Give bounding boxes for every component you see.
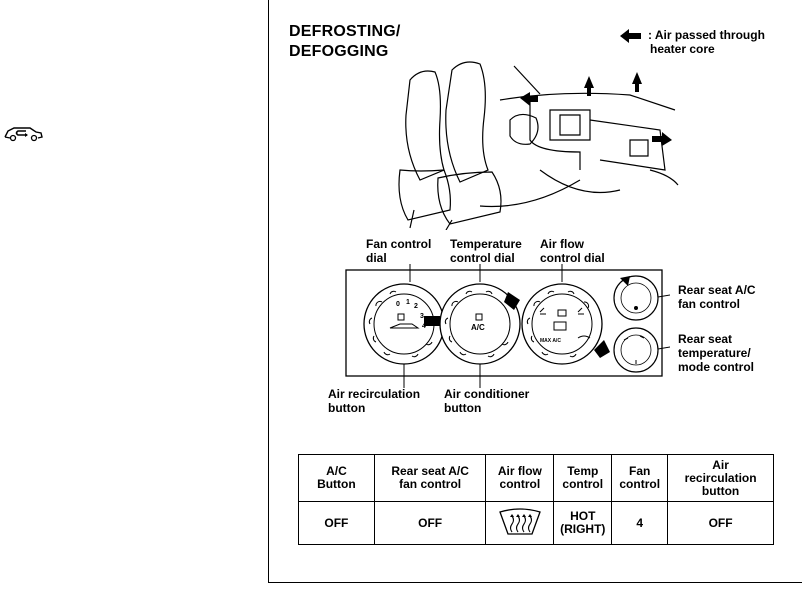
heading-line-1: DEFROSTING/: [289, 23, 401, 40]
callout-temp-dial-line-2: control dial: [450, 251, 515, 265]
callout-ac-line-2: button: [444, 401, 482, 415]
header-ac-button-line-1: A/C: [326, 464, 347, 478]
section-heading: DEFROSTING/ DEFOGGING: [289, 22, 401, 62]
cell-temp-line-2: (RIGHT): [560, 522, 606, 536]
header-rear-fan: Rear seat A/C fan control: [373, 454, 487, 502]
legend-text: : Air passed through heater core: [648, 28, 798, 56]
cell-rear-fan: OFF: [373, 501, 487, 545]
climate-control-panel: 0 1 2 3 4 A/C: [340, 262, 677, 397]
header-recirc-line-2: recirculation: [684, 470, 757, 485]
header-air-flow: Air flow control: [485, 454, 555, 502]
fan-mark-3: 3: [420, 313, 424, 320]
cell-fan: 4: [611, 501, 669, 545]
callout-recirc: Air recirculation button: [328, 387, 420, 415]
cell-air-flow: [485, 501, 555, 545]
header-recirc: Air recirculation button: [667, 454, 774, 502]
rear-temp-mode-dial[interactable]: [613, 327, 659, 373]
callout-flow-dial-line-1: Air flow: [540, 237, 584, 251]
cell-temp-line-1: HOT: [570, 509, 596, 523]
header-air-flow-line-2: control: [499, 477, 541, 491]
cell-recirc: OFF: [667, 501, 774, 545]
cell-ac-button: OFF: [298, 501, 375, 545]
header-rear-fan-line-1: Rear seat A/C: [391, 464, 469, 478]
fan-mark-0: 0: [396, 301, 400, 308]
header-fan-line-2: control: [619, 477, 661, 491]
callout-flow-dial-line-2: control dial: [540, 251, 605, 265]
header-air-flow-line-1: Air flow: [497, 464, 542, 478]
callout-flow-dial: Air flow control dial: [540, 237, 605, 265]
rear-fan-control-dial[interactable]: [613, 275, 659, 321]
callout-rear-fan: Rear seat A/C fan control: [678, 283, 756, 311]
ac-label: A/C: [471, 323, 485, 332]
windshield-defrost-icon: [498, 507, 542, 539]
header-temp-line-1: Temp: [567, 464, 599, 478]
callout-fan-dial: Fan control dial: [366, 237, 431, 265]
heater-air-arrow-icon: [620, 29, 642, 48]
callout-ac: Air conditioner button: [444, 387, 529, 415]
header-rear-fan-line-2: fan control: [399, 477, 462, 491]
header-ac-button: A/C Button: [298, 454, 375, 502]
settings-table: A/C Button Rear seat A/C fan control Air…: [298, 454, 774, 545]
header-fan: Fan control: [611, 454, 669, 502]
recirculation-car-icon: [2, 123, 44, 148]
legend-line-2: heater core: [650, 42, 715, 56]
table-row: OFF OFF HOT (RIGHT) 4 OFF: [298, 501, 774, 545]
fan-mark-2: 2: [414, 303, 418, 310]
content-frame: [268, 0, 802, 583]
header-recirc-line-1: Air: [712, 457, 729, 472]
fan-control-dial[interactable]: 0 1 2 3 4: [363, 283, 445, 365]
legend-line-1: : Air passed through: [648, 28, 765, 42]
callout-rear-fan-line-1: Rear seat A/C: [678, 283, 756, 297]
callout-fan-dial-line-1: Fan control: [366, 237, 432, 251]
callout-rear-fan-line-2: fan control: [678, 297, 740, 311]
cabin-illustration: [380, 60, 680, 235]
temperature-control-dial[interactable]: A/C: [439, 283, 521, 365]
heading-line-2: DEFOGGING: [289, 43, 389, 60]
callout-rear-temp: Rear seat temperature/ mode control: [678, 332, 754, 374]
air-flow-control-dial[interactable]: MAX A/C: [521, 283, 610, 365]
table-header-row: A/C Button Rear seat A/C fan control Air…: [298, 454, 774, 502]
header-temp: Temp control: [553, 454, 613, 502]
callout-temp-dial-line-1: Temperature: [450, 237, 522, 251]
header-recirc-line-3: button: [701, 483, 740, 498]
callout-fan-dial-line-2: dial: [366, 251, 387, 265]
header-temp-line-2: control: [562, 477, 604, 491]
callout-ac-line-1: Air conditioner: [444, 387, 530, 401]
fan-mark-4: 4: [422, 323, 426, 330]
callout-recirc-line-2: button: [328, 401, 366, 415]
callout-rear-temp-line-1: Rear seat: [678, 332, 733, 346]
callout-rear-temp-line-2: temperature/: [678, 346, 751, 360]
header-ac-button-line-2: Button: [317, 477, 356, 491]
fan-mark-1: 1: [406, 299, 410, 306]
callout-recirc-line-1: Air recirculation: [328, 387, 421, 401]
cell-temp: HOT (RIGHT): [553, 501, 613, 545]
header-fan-line-1: Fan: [629, 464, 651, 478]
callout-temp-dial: Temperature control dial: [450, 237, 522, 265]
max-ac-label: MAX A/C: [540, 338, 561, 344]
callout-rear-temp-line-3: mode control: [678, 360, 755, 374]
